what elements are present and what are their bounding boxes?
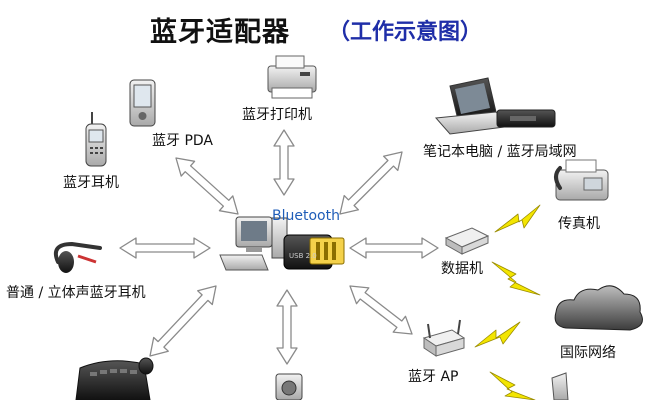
label-printer: 蓝牙打印机 <box>242 107 312 123</box>
server-icon <box>551 372 569 400</box>
phone-icon <box>85 112 107 167</box>
diagram-subtitle: （工作示意图） <box>328 20 483 45</box>
label-laptop: 笔记本电脑 / 蓝牙局域网 <box>423 144 577 160</box>
cloud-icon <box>554 285 643 331</box>
pda-icon <box>129 79 156 127</box>
diagram-title: 蓝牙适配器 <box>150 17 290 48</box>
label-modem: 数据机 <box>441 261 483 277</box>
wireless-bolt-fax <box>494 204 541 233</box>
label-internet: 国际网络 <box>560 345 616 361</box>
wireless-bolt-ap2 <box>489 371 536 400</box>
fax-icon <box>554 159 609 201</box>
arrow-pda <box>175 157 239 215</box>
wireless-bolt-ap <box>474 321 521 348</box>
arrow-laptop <box>339 151 403 215</box>
dongle-label: USB 2.0 <box>289 252 317 260</box>
keyboard-mouse-icon <box>75 357 154 400</box>
label-fax: 传真机 <box>558 216 600 232</box>
label-access-point: 蓝牙 AP <box>408 369 459 385</box>
label-phone: 蓝牙耳机 <box>63 175 119 191</box>
arrow-headset <box>119 237 211 259</box>
arrow-camera <box>276 289 298 365</box>
printer-icon <box>267 55 317 99</box>
access-point-icon <box>422 319 466 357</box>
headset-icon <box>53 241 102 273</box>
bluetooth-label: Bluetooth <box>272 208 340 224</box>
arrow-modem <box>349 237 439 259</box>
bluetooth-dongle-icon: USB 2.0 <box>283 234 345 270</box>
label-stereo-headset: 普通 / 立体声蓝牙耳机 <box>6 285 146 301</box>
modem-icon <box>444 227 490 255</box>
label-pda: 蓝牙 PDA <box>152 133 214 149</box>
wireless-bolt-internet <box>491 261 541 296</box>
arrow-printer <box>273 129 295 196</box>
laptop-icon <box>434 77 514 135</box>
computer-icon <box>219 216 288 271</box>
camera-icon <box>275 373 303 400</box>
arrow-keyboard <box>149 285 217 357</box>
arrow-access-point <box>349 285 413 335</box>
usb-stick-icon <box>496 109 556 128</box>
